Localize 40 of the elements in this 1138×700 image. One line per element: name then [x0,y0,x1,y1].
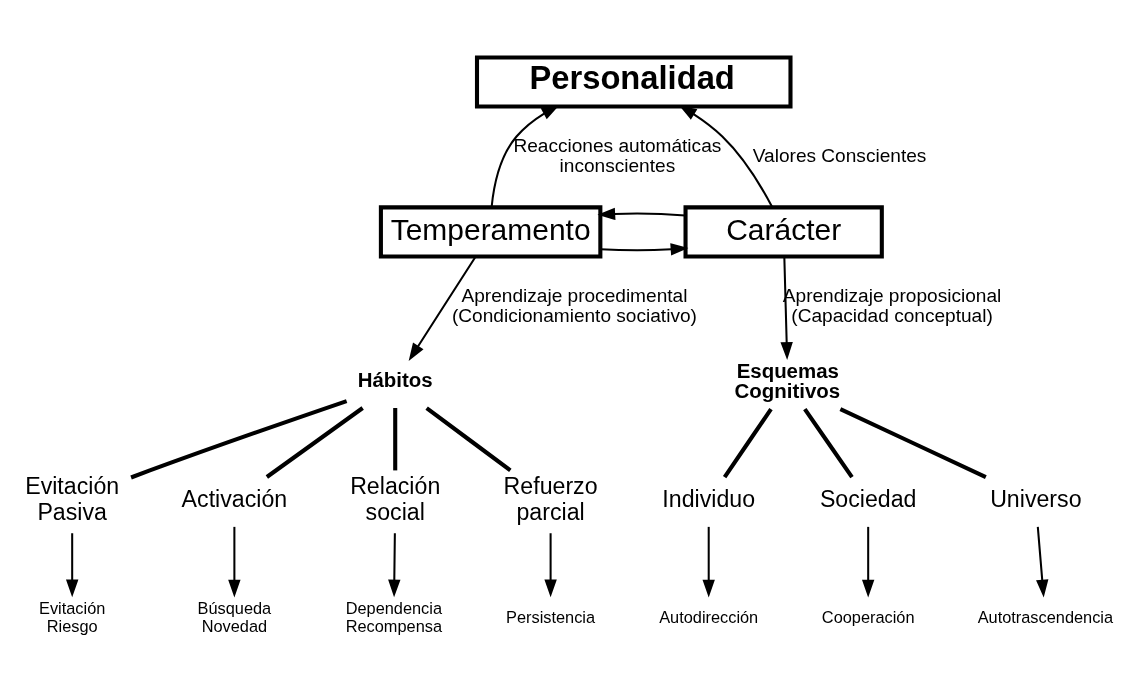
edge-label: Aprendizaje procedimental (Condicionamiento sociativo) [451,284,697,326]
node-text: Evitación Riesgo [39,598,106,635]
arrow [408,255,477,361]
connector [722,407,773,478]
node-text: Hábitos [357,367,433,391]
arrow [544,532,557,597]
arrow [228,526,241,597]
node-text: Sociedad [819,485,917,512]
node-text: Universo [990,485,1082,512]
node-text: Búsqueda Novedad [197,598,272,635]
node-text: Dependencia Recompensa [345,598,443,635]
arrow [780,255,793,360]
node-text: Activación [181,485,288,512]
connector [265,405,364,479]
connector [130,398,348,479]
connector [803,407,854,478]
node-text: Autotrascendencia [977,607,1114,626]
node-text: Esquemas Cognitivos [734,358,841,402]
edge-label: Valores Conscientes [752,144,927,166]
node-box: Personalidad [474,54,793,109]
node-text: Evitación Pasiva [25,472,120,525]
connector [393,407,398,470]
arrow [600,242,689,256]
node-text: Individuo [662,485,756,512]
node-text: Persistencia [506,607,596,626]
arrow [702,526,715,597]
node-box: Carácter [683,204,884,258]
arrow [388,532,401,597]
arrow [65,532,79,597]
arrow [861,526,875,597]
arrow [597,207,686,220]
arrow [1036,526,1049,597]
node-text: Cooperación [821,607,915,626]
node-text: Relación social [350,472,441,525]
edge-label: Reacciones automáticas inconscientes [513,134,722,176]
connector [425,405,512,472]
node-text: Refuerzo parcial [503,472,598,525]
node-box: Temperamento [378,204,603,258]
connector [839,406,987,479]
node-text: Autodirección [659,607,759,626]
